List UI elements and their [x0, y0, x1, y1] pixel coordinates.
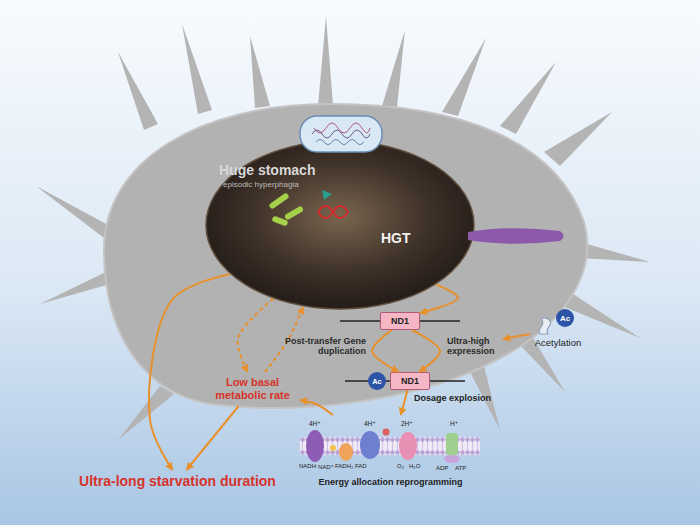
bacterial-dna — [312, 130, 370, 138]
proton-label: 4H⁺ — [364, 420, 376, 428]
flow-arrow — [238, 299, 274, 372]
atp-synthase-head — [444, 455, 460, 463]
bacterium — [300, 116, 382, 152]
complex-iii — [360, 431, 380, 459]
acetylation-group: AcAcetylation — [522, 306, 594, 354]
substrate-label: NAD⁺ — [318, 463, 334, 470]
process-label: Acetylation — [522, 337, 594, 348]
bacterial-dna — [314, 123, 370, 133]
flow-arrow — [372, 330, 399, 372]
gene-box: ND1 — [380, 312, 420, 330]
substrate-label: NADH — [299, 463, 316, 469]
ubiquinone — [330, 445, 336, 451]
proton-label: 2H⁺ — [401, 420, 413, 428]
acetyl-enzyme — [539, 318, 551, 334]
acetyl-badge: Ac — [556, 309, 574, 327]
atp-synthase — [446, 433, 458, 455]
node-label: Ultra-long starvation duration — [79, 473, 276, 489]
substrate-label: ADP — [436, 465, 448, 471]
flow-arrow — [300, 400, 333, 415]
edge-label: Post-transfer Gene duplication — [280, 336, 366, 357]
transfer-mark — [322, 190, 332, 200]
isopod-spines — [36, 16, 650, 440]
substrate-label: ATP — [455, 465, 466, 471]
bacterial-rod — [271, 215, 288, 226]
connector-group — [149, 274, 458, 470]
flow-arrow — [401, 390, 408, 415]
substrate-label: H₂O — [409, 463, 420, 469]
outcome-text: Ultra-long starvation duration — [55, 470, 300, 492]
flow-arrow — [412, 330, 440, 372]
node-label: Ac — [372, 377, 382, 386]
cytochrome-c — [383, 429, 390, 436]
complex-iv — [399, 432, 417, 460]
state-label: Dosage explosion — [414, 393, 491, 403]
process-label: HGT — [381, 230, 431, 246]
organ-note: episodic hyperphagia — [223, 180, 343, 189]
process-label: Energy allocation reprogramming — [298, 477, 483, 487]
regulation-arrow — [503, 334, 530, 339]
substrate-label: O₂ — [397, 463, 404, 469]
proton-label: H⁺ — [450, 420, 458, 428]
stomach-oval: Huge stomach episodic hyperphagiaHGT — [205, 140, 475, 310]
flow-arrow — [420, 285, 458, 313]
complex-ii — [339, 443, 353, 461]
node-label: ND1 — [391, 316, 409, 326]
organ-title: Huge stomach — [219, 162, 349, 178]
stomach-fill — [206, 141, 474, 309]
substrate-label: FAD — [355, 463, 367, 469]
bacterial-dna — [316, 140, 364, 145]
isopod-body — [104, 104, 587, 408]
dna-helix — [318, 206, 348, 218]
substrate-label: FADH₂ — [335, 463, 353, 469]
outcome-text: Low basal metabolic rate — [205, 372, 300, 406]
proton-label: 4H⁺ — [309, 420, 321, 428]
gene-box: ND1 — [390, 372, 430, 390]
node-label: Low basal metabolic rate — [205, 376, 300, 402]
hindgut — [468, 228, 564, 244]
bacterial-rod — [268, 192, 289, 210]
acetyl-badge: Ac — [368, 372, 386, 390]
flow-arrow — [186, 406, 238, 470]
edge-label: Ultra-high expression — [447, 336, 509, 357]
complex-i — [306, 430, 324, 462]
node-label: ND1 — [401, 376, 419, 386]
dna-helix — [318, 206, 348, 218]
bacterial-rod — [284, 205, 304, 220]
flow-arrow — [149, 274, 230, 470]
